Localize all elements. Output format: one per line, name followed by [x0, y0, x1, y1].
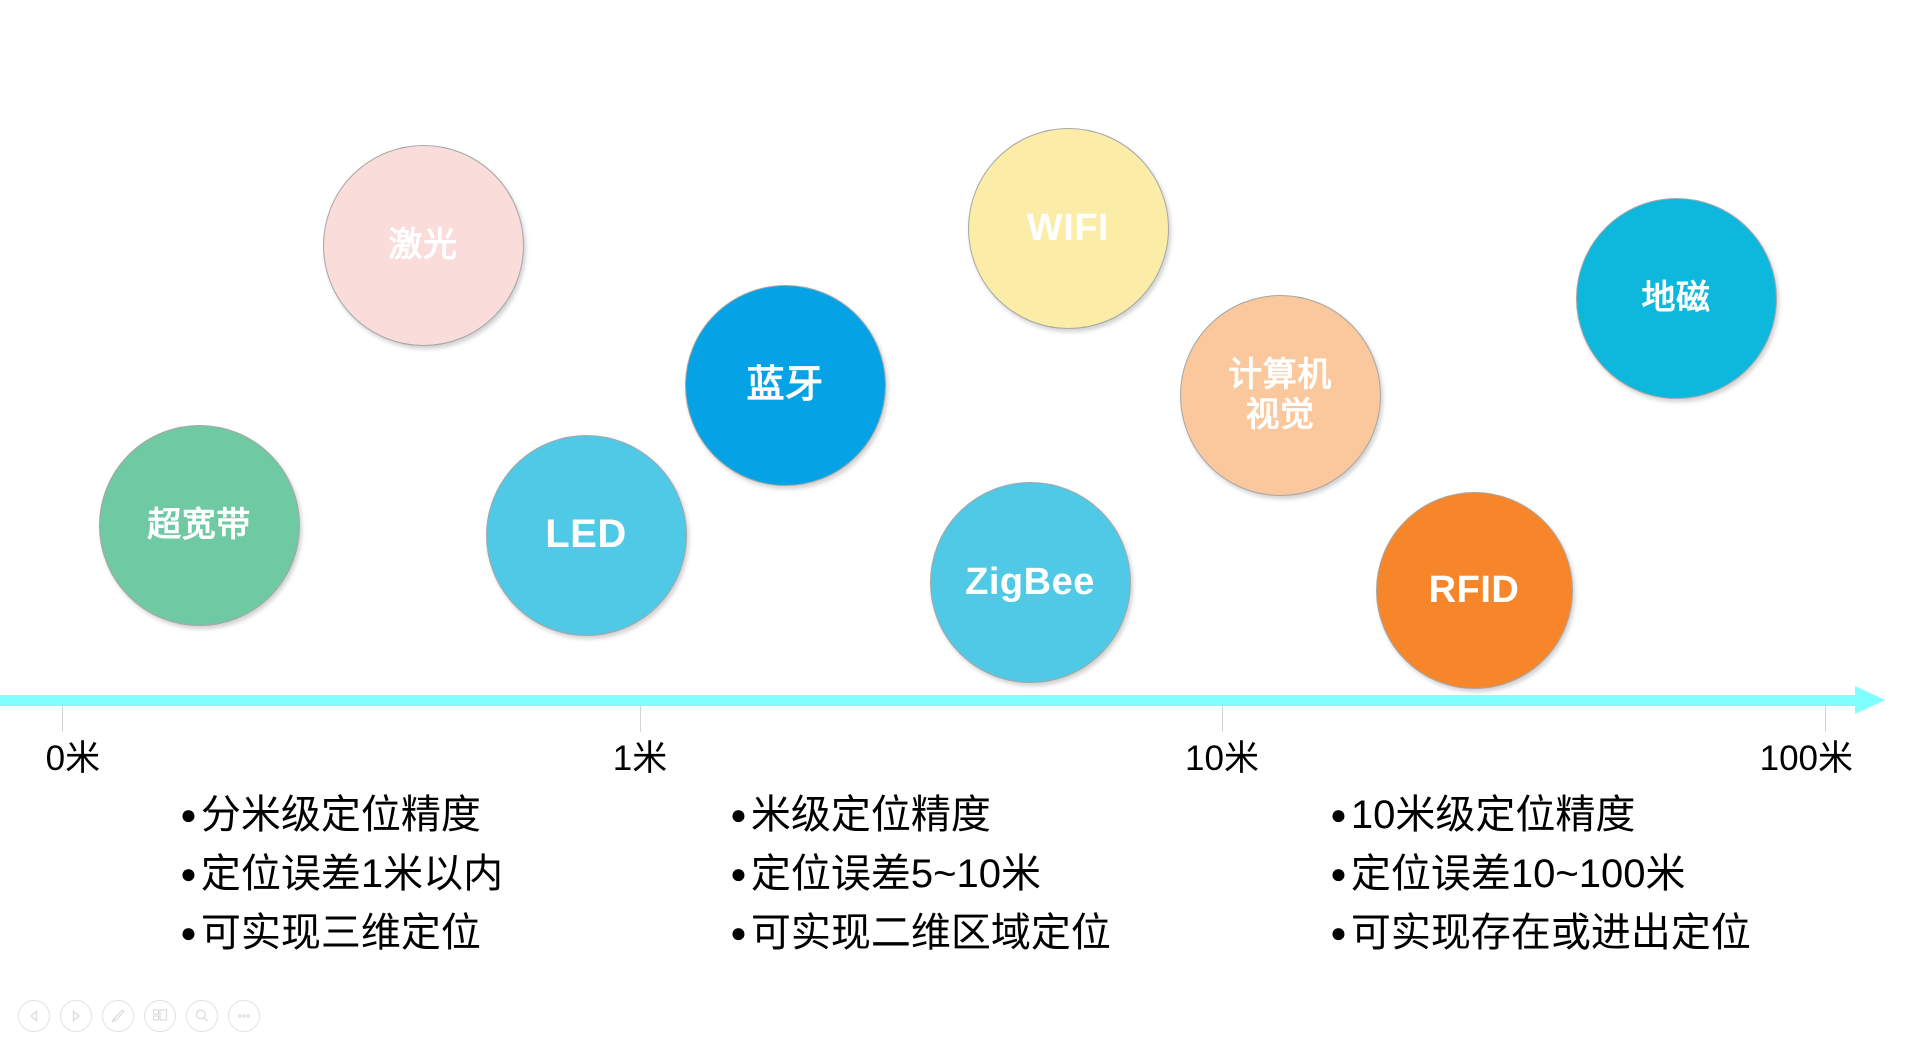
- bullet-text: 定位误差5~10米: [750, 852, 1042, 897]
- bubble-2[interactable]: 超宽带: [98, 424, 300, 626]
- bubble-label: 激光: [388, 225, 458, 264]
- bullet-item: ●米级定位精度: [730, 786, 1111, 845]
- bullet-item: ●定位误差10~100米: [1330, 845, 1751, 904]
- more-options-button[interactable]: [228, 1000, 260, 1032]
- bullet-dot-icon: ●: [730, 858, 747, 890]
- bullet-item: ●可实现二维区域定位: [730, 904, 1111, 963]
- bubble-label: 超宽带: [147, 505, 251, 544]
- bubble-label: 地磁: [1641, 278, 1711, 317]
- axis-line: [0, 695, 1860, 706]
- bullet-item: ●定位误差1米以内: [180, 845, 503, 904]
- bullet-dot-icon: ●: [180, 917, 197, 949]
- bullet-dot-icon: ●: [180, 799, 197, 830]
- bubble-label: WIFI: [1026, 206, 1110, 249]
- bullet-text: 分米级定位精度: [200, 793, 481, 837]
- bullet-text: 可实现三维定位: [200, 911, 481, 956]
- bullet-dot-icon: ●: [730, 799, 747, 830]
- play-slideshow-icon: [68, 1008, 84, 1024]
- bubble-3[interactable]: LED: [485, 434, 687, 636]
- bullet-columns: ●分米级定位精度●定位误差1米以内●可实现三维定位●米级定位精度●定位误差5~1…: [0, 786, 1913, 966]
- bullet-dot-icon: ●: [1330, 917, 1347, 949]
- bullet-item: ●定位误差5~10米: [730, 845, 1111, 904]
- zoom-search-button[interactable]: [186, 1000, 218, 1032]
- bullet-item: ●10米级定位精度: [1330, 786, 1751, 845]
- zoom-search-icon: [193, 1007, 211, 1025]
- bubble-label: 计算机 视觉: [1228, 355, 1332, 434]
- bubble-6[interactable]: ZigBee: [929, 481, 1131, 683]
- axis-tick-2: [640, 706, 641, 732]
- bullet-text: 定位误差1米以内: [200, 852, 504, 897]
- bullet-dot-icon: ●: [180, 858, 197, 890]
- bullet-dot-icon: ●: [730, 917, 747, 949]
- presentation-toolbar[interactable]: [18, 1000, 260, 1032]
- pen-annotate-icon: [109, 1007, 127, 1025]
- bubble-7[interactable]: 计算机 视觉: [1179, 294, 1381, 496]
- bubble-9[interactable]: 地磁: [1575, 197, 1777, 399]
- bullet-dot-icon: ●: [1330, 858, 1347, 890]
- bubble-label: ZigBee: [965, 560, 1095, 603]
- bullet-text: 10米级定位精度: [1350, 793, 1636, 837]
- axis-tick-label-2: 1米: [612, 739, 668, 778]
- axis-tick-1: [62, 706, 63, 732]
- bubble-label: RFID: [1428, 568, 1520, 611]
- bubble-4[interactable]: 蓝牙: [684, 284, 886, 486]
- bubble-1[interactable]: 激光: [322, 144, 524, 346]
- more-options-icon: [235, 1007, 253, 1025]
- bullet-dot-icon: ●: [1330, 799, 1347, 830]
- bullet-text: 可实现存在或进出定位: [1350, 911, 1751, 956]
- meter-column: ●米级定位精度●定位误差5~10米●可实现二维区域定位: [730, 786, 1111, 964]
- slide-grid-icon: [151, 1007, 169, 1025]
- pen-annotate-button[interactable]: [102, 1000, 134, 1032]
- bubble-5[interactable]: WIFI: [967, 127, 1169, 329]
- measurement-axis: 0米 1米 10米 100米: [0, 686, 1913, 778]
- ten-meter-column: ●10米级定位精度●定位误差10~100米●可实现存在或进出定位: [1330, 786, 1751, 964]
- axis-tick-label-3: 10米: [1185, 739, 1259, 778]
- axis-tick-4: [1825, 706, 1826, 732]
- slide-grid-button[interactable]: [144, 1000, 176, 1032]
- axis-tick-label-1: 0米: [45, 739, 101, 778]
- decimeter-column: ●分米级定位精度●定位误差1米以内●可实现三维定位: [180, 786, 503, 964]
- previous-slide-icon: [26, 1008, 42, 1024]
- bullet-item: ●可实现三维定位: [180, 904, 503, 963]
- bubble-label: 蓝牙: [746, 363, 824, 406]
- axis-tick-label-4: 100米: [1759, 739, 1854, 778]
- bullet-text: 米级定位精度: [750, 793, 991, 837]
- bubble-8[interactable]: RFID: [1375, 491, 1573, 689]
- axis-arrow-head: [1855, 686, 1885, 714]
- play-slideshow-button[interactable]: [60, 1000, 92, 1032]
- bubble-label: LED: [545, 512, 627, 557]
- bullet-text: 定位误差10~100米: [1350, 852, 1686, 897]
- axis-tick-3: [1222, 706, 1223, 732]
- bullet-text: 可实现二维区域定位: [750, 911, 1111, 956]
- previous-slide-button[interactable]: [18, 1000, 50, 1032]
- bullet-item: ●分米级定位精度: [180, 786, 503, 845]
- bullet-item: ●可实现存在或进出定位: [1330, 904, 1751, 963]
